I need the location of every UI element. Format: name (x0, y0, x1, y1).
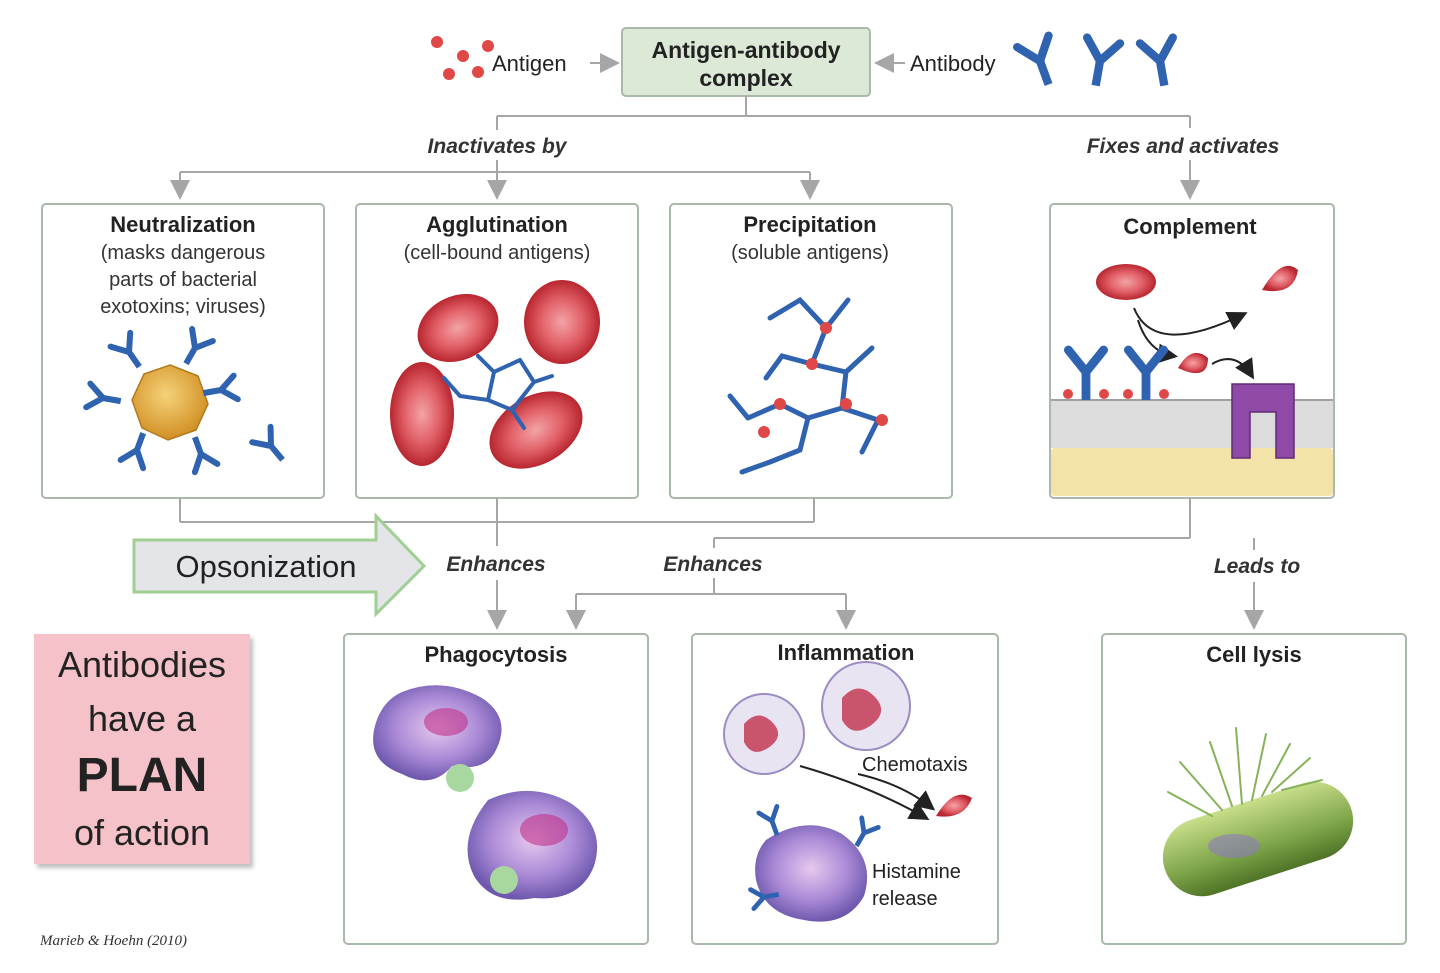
precipitation-desc: (soluble antigens) (731, 242, 889, 264)
antibody-icon (1017, 36, 1064, 90)
leukocytes-illustration (723, 661, 972, 922)
antigen-dot (443, 68, 455, 80)
complex-title-line2: complex (699, 65, 793, 91)
plan-line-3: PLAN (76, 749, 208, 802)
phagocytosis-title: Phagocytosis (424, 642, 567, 667)
antibody-label: Antibody (910, 51, 996, 76)
phagocytosis-box: Phagocytosis (343, 633, 649, 945)
antibody-icon (1140, 38, 1181, 89)
opsonization-label: Opsonization (176, 549, 357, 584)
virus-illustration (86, 329, 292, 472)
plan-line-2: have a (87, 698, 197, 739)
antigen-dot (431, 36, 443, 48)
red-blood-cells-illustration (390, 280, 600, 469)
agglutination-desc: (cell-bound antigens) (404, 242, 591, 264)
neutralization-desc-1: (masks dangerous (101, 242, 266, 264)
antigen-dot (472, 66, 484, 78)
precipitation-box: Precipitation (soluble antigens) (669, 203, 953, 499)
plan-of-action-note: Antibodies have a PLAN of action (34, 634, 250, 864)
cell-lysis-title: Cell lysis (1206, 642, 1301, 667)
plan-line-4: of action (73, 812, 211, 853)
antigen-antibody-complex-box: Antigen-antibody complex (621, 27, 871, 97)
agglutination-title: Agglutination (426, 212, 568, 237)
enhances-label-2: Enhances (663, 553, 762, 576)
complex-title-line1: Antigen-antibody (651, 37, 840, 63)
antigen-dot (482, 40, 494, 52)
bacterium-illustration (1162, 727, 1354, 897)
enhances-label-1: Enhances (446, 553, 545, 576)
agglutination-box: Agglutination (cell-bound antigens) (355, 203, 639, 499)
antigen-dot (457, 50, 469, 62)
histamine-label-2: release (872, 888, 938, 910)
antibody-lattice-illustration (727, 296, 888, 475)
inactivates-by-label: Inactivates by (428, 135, 568, 158)
antibody-icon (1079, 38, 1120, 89)
middle-connectors (179, 498, 1264, 630)
neutralization-title: Neutralization (110, 212, 255, 237)
membrane-illustration (1051, 264, 1333, 496)
inflammation-title: Inflammation (778, 640, 915, 665)
complement-box: Complement (1049, 203, 1335, 499)
leads-to-label: Leads to (1214, 555, 1301, 578)
antigen-label: Antigen (492, 51, 567, 76)
macrophage-illustration (373, 685, 598, 900)
opsonization-arrow: Opsonization (132, 512, 427, 618)
antigen-group: Antigen (431, 36, 567, 80)
histamine-label-1: Histamine (872, 861, 961, 883)
top-connectors (170, 96, 1200, 200)
complement-title: Complement (1123, 214, 1257, 239)
antibody-icons (1017, 36, 1181, 90)
chemotaxis-label: Chemotaxis (862, 754, 968, 776)
fixes-and-activates-label: Fixes and activates (1087, 135, 1280, 158)
precipitation-title: Precipitation (743, 212, 876, 237)
inflammation-box: Inflammation Chemotaxis Histamine releas… (691, 633, 999, 945)
neutralization-desc-2: parts of bacterial (109, 269, 257, 291)
neutralization-desc-3: exotoxins; viruses) (100, 296, 266, 318)
source-credit: Marieb & Hoehn (2010) (40, 933, 188, 949)
cell-lysis-box: Cell lysis (1101, 633, 1407, 945)
neutralization-box: Neutralization (masks dangerous parts of… (41, 203, 325, 499)
plan-line-1: Antibodies (57, 644, 227, 685)
